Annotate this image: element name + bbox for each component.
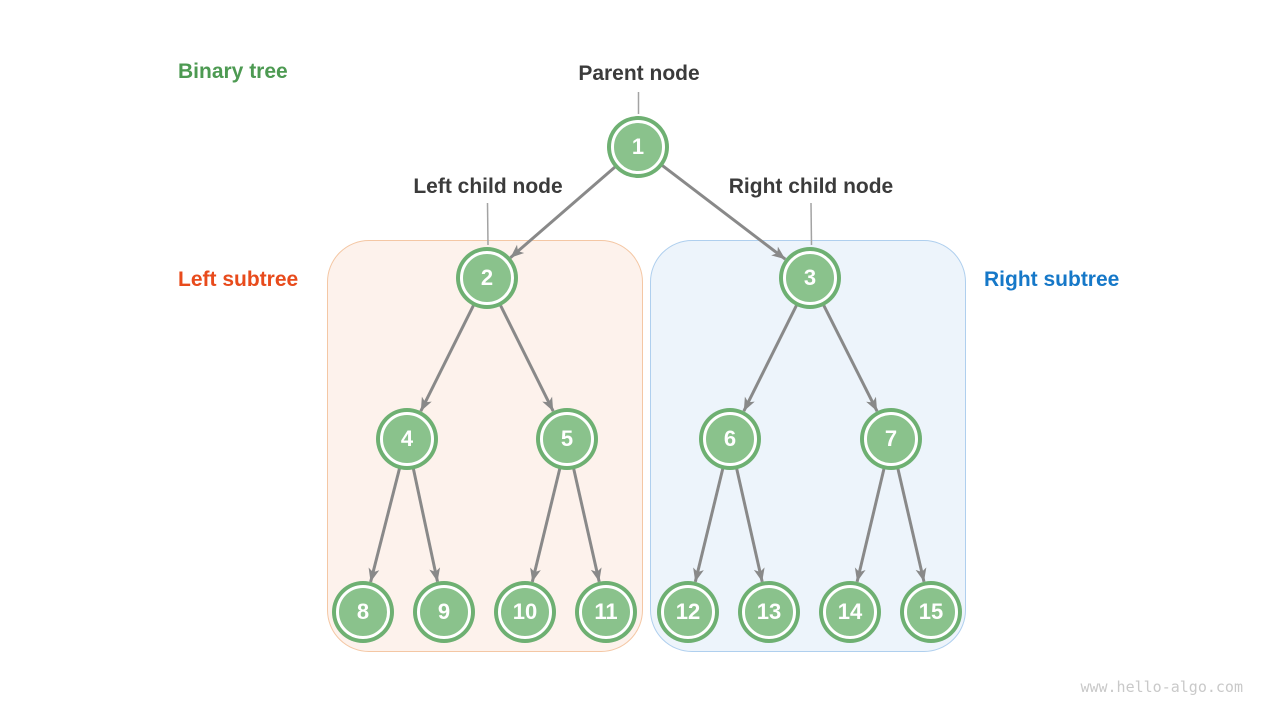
- tree-node-13: 13: [742, 585, 796, 639]
- parent-node-label: Parent node: [578, 62, 700, 85]
- tree-node-5: 5: [540, 412, 594, 466]
- tree-node-1: 1: [611, 120, 665, 174]
- label-pointer-line-1: [486, 202, 489, 246]
- tree-node-4: 4: [380, 412, 434, 466]
- edge-1-3: [660, 164, 787, 261]
- tree-node-2: 2: [460, 251, 514, 305]
- tree-node-12: 12: [661, 585, 715, 639]
- edge-3-6: [742, 304, 799, 412]
- edge-6-13: [735, 467, 765, 583]
- watermark-url: www.hello-algo.com: [1080, 678, 1243, 696]
- edge-1-2: [509, 165, 617, 259]
- diagram-title: Binary tree: [178, 60, 288, 83]
- tree-node-15: 15: [904, 585, 958, 639]
- left-subtree-label: Left subtree: [178, 268, 299, 291]
- edge-7-15: [896, 467, 927, 583]
- edge-5-10: [530, 467, 562, 583]
- tree-node-10: 10: [498, 585, 552, 639]
- tree-node-3: 3: [783, 251, 837, 305]
- label-pointer-line-2: [810, 202, 813, 246]
- tree-node-7: 7: [864, 412, 918, 466]
- tree-node-11: 11: [579, 585, 633, 639]
- edge-6-12: [693, 467, 725, 583]
- edge-4-9: [411, 467, 441, 583]
- edge-5-11: [572, 467, 602, 583]
- edge-4-8: [368, 467, 402, 583]
- edge-3-7: [822, 304, 879, 412]
- left-child-node-label: Left child node: [413, 175, 563, 198]
- tree-node-14: 14: [823, 585, 877, 639]
- right-subtree-label: Right subtree: [984, 268, 1120, 291]
- tree-node-9: 9: [417, 585, 471, 639]
- edge-7-14: [854, 467, 886, 583]
- edge-2-5: [498, 304, 555, 412]
- tree-node-6: 6: [703, 412, 757, 466]
- right-child-node-label: Right child node: [728, 175, 894, 198]
- edge-2-4: [419, 304, 476, 412]
- tree-node-8: 8: [336, 585, 390, 639]
